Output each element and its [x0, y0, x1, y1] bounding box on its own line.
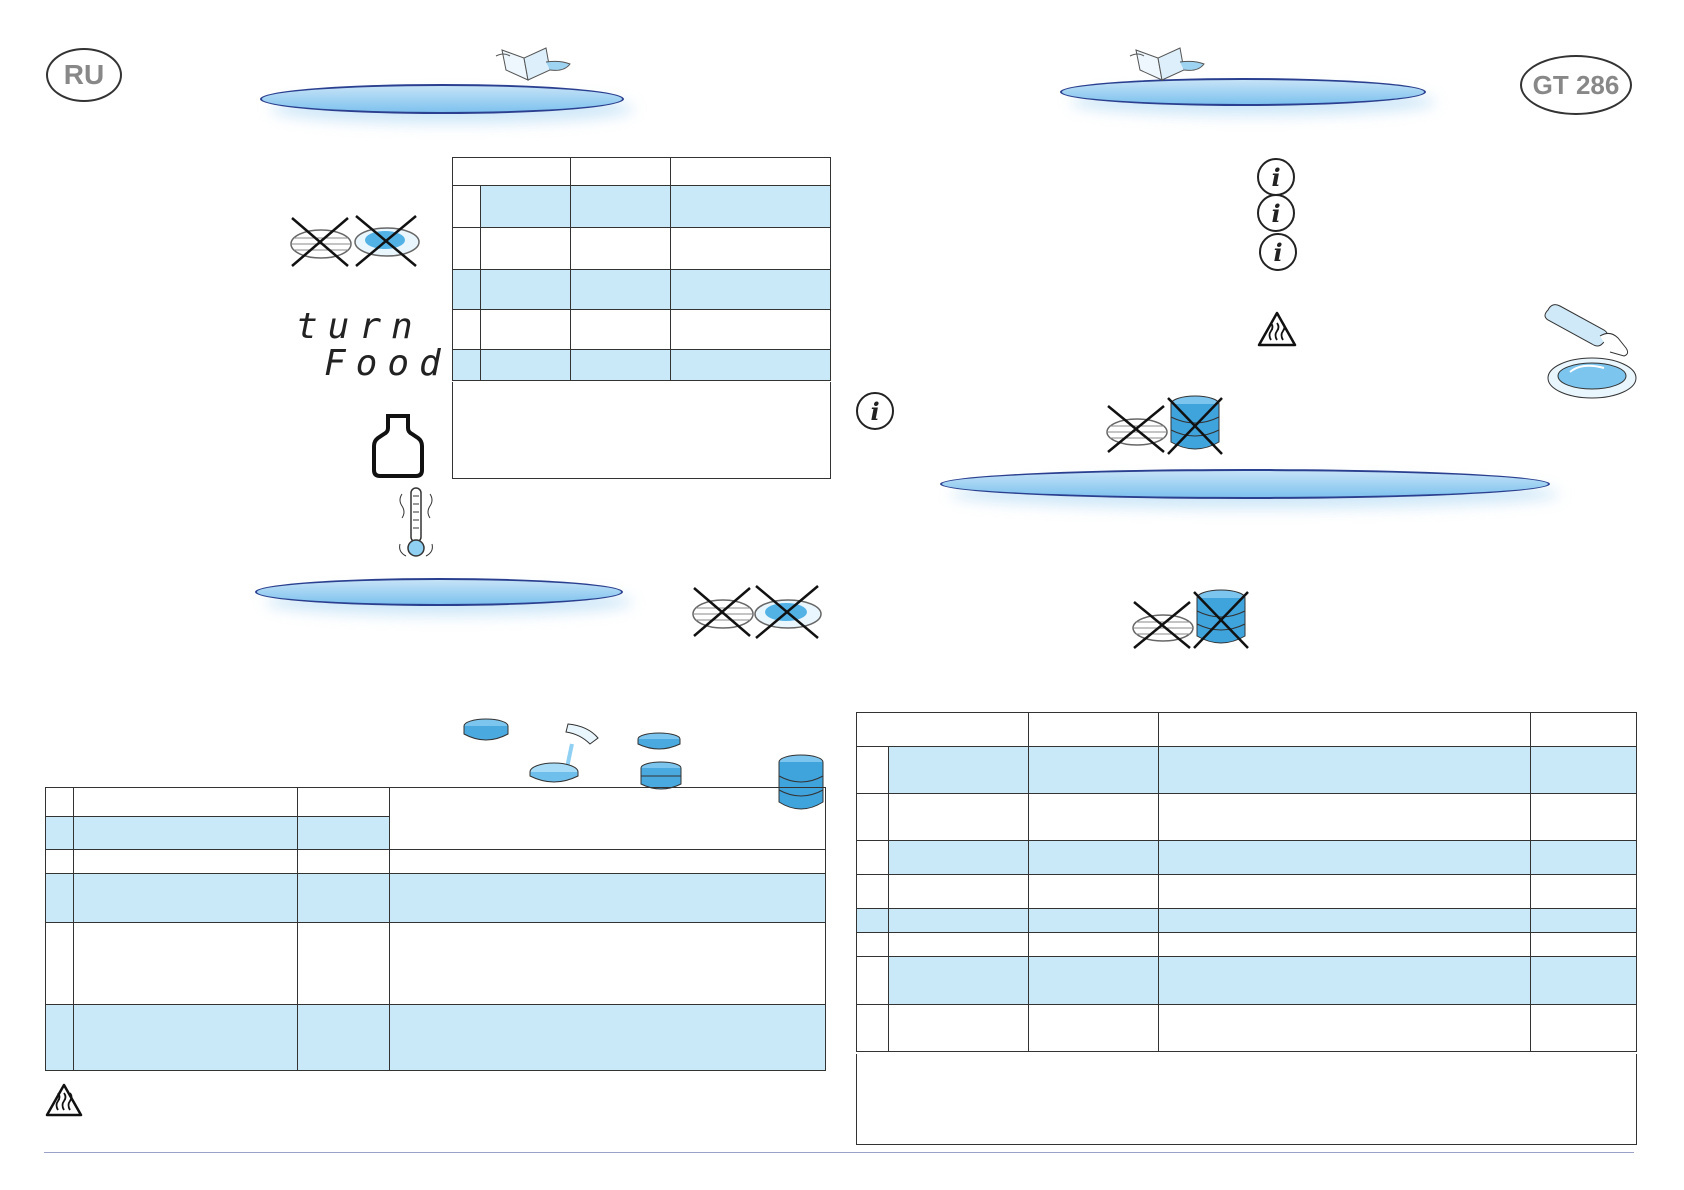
cookware-crossed-icon: [1193, 589, 1249, 649]
section-heading-left-middle: [255, 578, 623, 606]
table-top-left: [452, 157, 831, 381]
table-bottom-right: [856, 712, 1637, 1052]
table-bottom-right-note: [856, 1054, 1637, 1145]
thermometer-icon: [399, 487, 433, 557]
section-heading-right-middle: [940, 469, 1550, 499]
info-icon: i: [1257, 194, 1295, 232]
info-icon: i: [1257, 158, 1295, 196]
hot-surface-warning-icon: [1257, 311, 1297, 347]
plate-crossed-icon: [754, 585, 822, 639]
display-text-turn: turn: [296, 306, 423, 347]
cookware-icon: [529, 723, 599, 783]
footer-divider: [44, 1152, 1634, 1153]
cookware-icon: [637, 732, 681, 750]
rack-crossed-icon: [1106, 405, 1168, 453]
table-bottom-left: [45, 787, 826, 1071]
rack-crossed-icon: [290, 217, 352, 267]
model-badge-label: GT 286: [1532, 69, 1620, 100]
rack-crossed-icon: [692, 587, 754, 637]
rack-crossed-icon: [1132, 601, 1194, 649]
cookware-icon: [463, 718, 509, 741]
plate-crossed-icon: [354, 215, 420, 267]
model-badge: GT 286: [1520, 55, 1632, 115]
hot-surface-warning-icon: [45, 1083, 83, 1117]
info-icon: i: [1259, 233, 1297, 271]
plate-lifter-icon: [1544, 304, 1637, 399]
cookware-crossed-icon: [1167, 395, 1223, 455]
language-badge-label: RU: [63, 59, 105, 90]
language-badge: RU: [46, 48, 122, 102]
book-hand-icon: [1129, 47, 1205, 81]
display-text-food: Food: [324, 343, 451, 384]
book-hand-icon: [495, 47, 571, 81]
info-icon: i: [856, 392, 894, 430]
cookware-icon: [640, 761, 682, 790]
section-heading-left-top: [260, 84, 624, 114]
weight-icon: [372, 414, 424, 478]
table-top-left-note: [452, 382, 831, 479]
section-heading-right-top: [1060, 78, 1426, 106]
